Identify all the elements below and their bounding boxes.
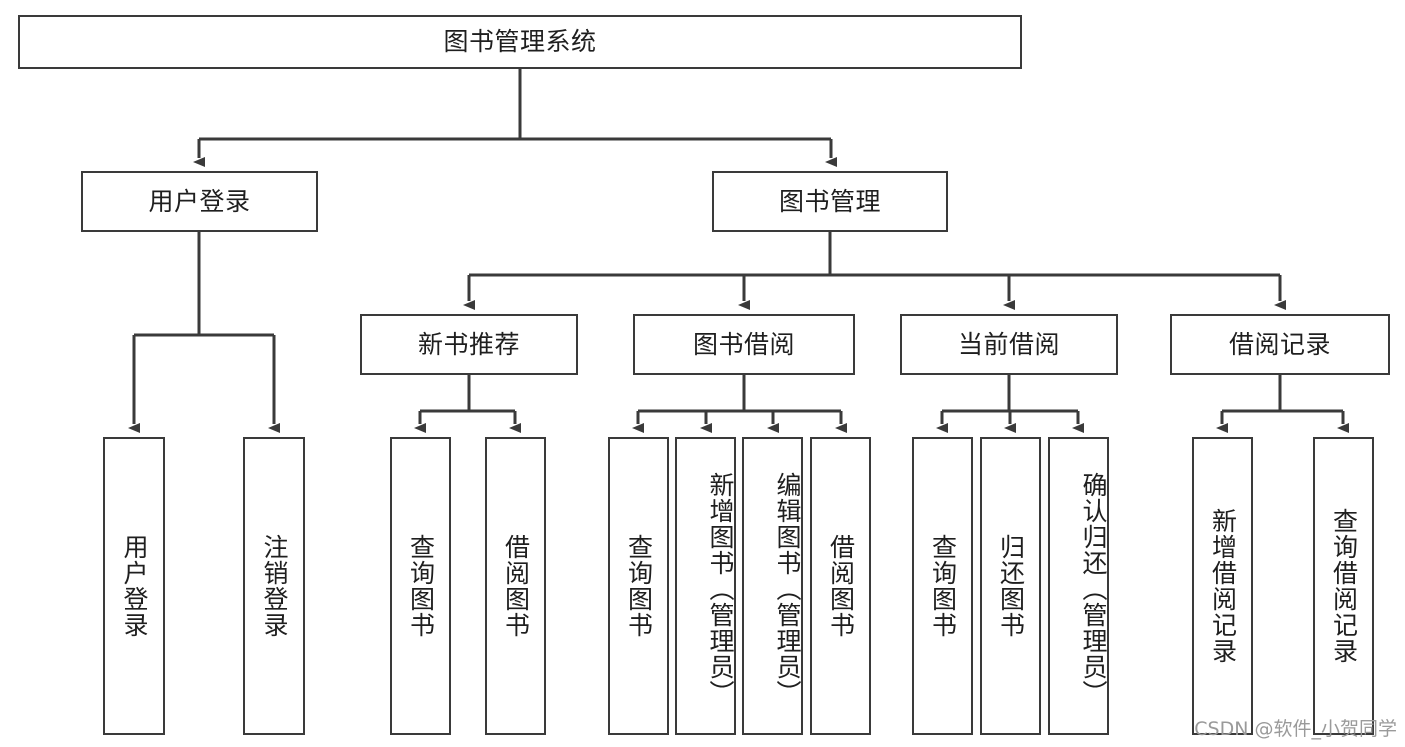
node-label: 当前借阅 <box>957 329 1060 359</box>
node-label: 查询图书 <box>406 534 436 638</box>
node-label: 借阅图书 <box>501 534 531 638</box>
node-level2-1[interactable]: 图书管理 <box>712 171 948 232</box>
node-label: 注销登录 <box>260 534 289 638</box>
node-label: 查询图书 <box>928 534 958 638</box>
node-label: 图书管理 <box>778 186 881 216</box>
node-leaf-9[interactable]: 归还图书 <box>980 437 1041 735</box>
node-label: 查询图书 <box>624 534 654 638</box>
node-leaf-1[interactable]: 注销登录 <box>243 437 305 735</box>
node-label: 查询借阅记录 <box>1329 508 1359 664</box>
node-level3-0[interactable]: 新书推荐 <box>360 314 578 375</box>
node-leaf-12[interactable]: 查询借阅记录 <box>1313 437 1374 735</box>
node-leaf-0[interactable]: 用户登录 <box>103 437 165 735</box>
node-label: 归还图书 <box>996 534 1026 638</box>
node-leaf-8[interactable]: 查询图书 <box>912 437 973 735</box>
watermark-text: CSDN @软件_小贺同学 <box>1194 718 1397 740</box>
node-level3-3[interactable]: 借阅记录 <box>1170 314 1390 375</box>
node-label: 新增借阅记录 <box>1208 508 1238 664</box>
node-label: 用户登录 <box>148 186 251 216</box>
node-level2-0[interactable]: 用户登录 <box>81 171 318 232</box>
node-label: 编辑图书（管理员） <box>773 472 802 706</box>
node-label: 新增图书（管理员） <box>706 472 735 706</box>
node-leaf-2[interactable]: 查询图书 <box>390 437 451 735</box>
node-label: 借阅图书 <box>826 534 856 638</box>
node-leaf-6[interactable]: 编辑图书（管理员） <box>742 437 803 735</box>
node-root[interactable]: 图书管理系统 <box>18 15 1022 69</box>
node-label: 图书借阅 <box>692 329 795 359</box>
node-leaf-10[interactable]: 确认归还（管理员） <box>1048 437 1109 735</box>
node-leaf-7[interactable]: 借阅图书 <box>810 437 871 735</box>
node-leaf-11[interactable]: 新增借阅记录 <box>1192 437 1253 735</box>
node-label: 图书管理系统 <box>443 27 597 57</box>
node-leaf-3[interactable]: 借阅图书 <box>485 437 546 735</box>
node-level3-2[interactable]: 当前借阅 <box>900 314 1118 375</box>
node-leaf-4[interactable]: 查询图书 <box>608 437 669 735</box>
node-label: 用户登录 <box>120 534 149 638</box>
node-leaf-5[interactable]: 新增图书（管理员） <box>675 437 736 735</box>
node-label: 确认归还（管理员） <box>1079 472 1108 706</box>
node-label: 新书推荐 <box>417 329 520 359</box>
node-level3-1[interactable]: 图书借阅 <box>633 314 855 375</box>
node-label: 借阅记录 <box>1228 329 1331 359</box>
